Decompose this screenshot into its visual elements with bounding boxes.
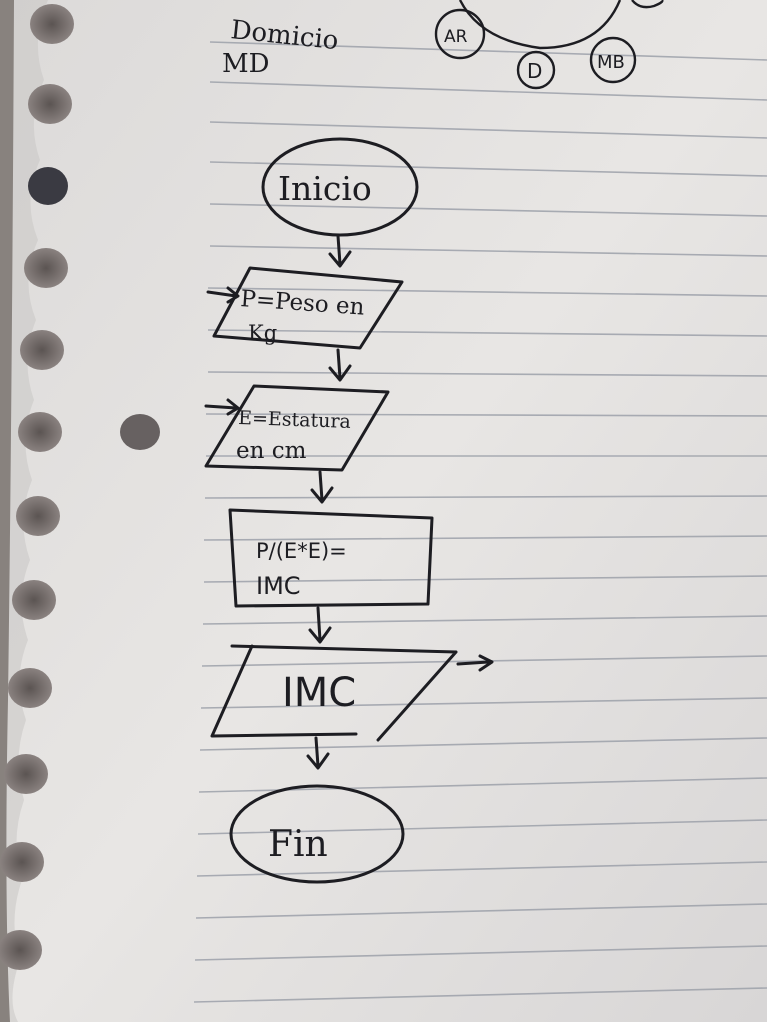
legend-circle-top-right — [631, 0, 664, 9]
end-terminal — [229, 784, 405, 884]
paper-sheet — [6, 0, 767, 1022]
input-height-line1: E=Estatura — [238, 407, 351, 433]
process-box — [228, 508, 434, 608]
legend-label-bottom: D — [527, 59, 542, 83]
arrow-height-to-process — [310, 470, 334, 504]
big-arc — [458, 0, 622, 50]
output-box — [210, 644, 458, 742]
end-label: Fin — [268, 824, 328, 865]
legend-circle-left — [434, 8, 486, 60]
input-weight-box — [212, 266, 404, 350]
legend-label-left: AR — [444, 27, 468, 47]
note-md: MD — [222, 49, 269, 79]
start-label: Inicio — [278, 169, 372, 208]
legend-circle-bottom — [516, 50, 556, 90]
legend-circle-right — [589, 36, 637, 84]
binder-holes — [0, 4, 160, 970]
flowchart — [204, 137, 494, 884]
arrow-start-to-weight — [328, 234, 352, 268]
input-height-box — [204, 384, 390, 472]
input-weight-line2: Kg — [248, 321, 277, 345]
rule-lines — [193, 41, 767, 1003]
legend-label-right: MB — [597, 52, 625, 73]
output-arrow — [456, 654, 494, 672]
process-line1: P/(E*E)= — [256, 539, 347, 563]
input-height-line2: en cm — [236, 438, 307, 464]
legend-circles — [434, 0, 664, 90]
input-height-arrow — [204, 398, 240, 416]
input-weight-arrow — [206, 286, 240, 304]
arrow-weight-to-height — [328, 348, 352, 382]
output-label: IMC — [282, 670, 356, 716]
arrow-process-to-output — [308, 606, 332, 644]
arrow-output-to-end — [306, 736, 330, 770]
start-terminal — [261, 137, 419, 237]
legend-labels: AR D MB — [444, 27, 625, 83]
process-line2: IMC — [256, 572, 301, 600]
